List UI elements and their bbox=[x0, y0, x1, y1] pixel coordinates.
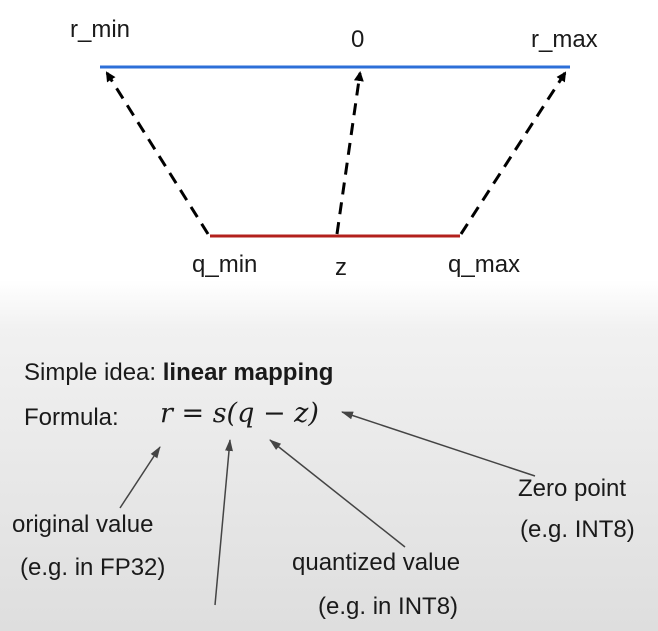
zero-label: 0 bbox=[351, 26, 365, 53]
pointer-original-value bbox=[119, 446, 161, 509]
arrow-qmax-to-rmax bbox=[459, 71, 567, 235]
pointer-scale bbox=[214, 439, 233, 606]
original-value-label: original value bbox=[12, 511, 154, 538]
formula-label: Formula: bbox=[24, 404, 119, 431]
formula: r = s(q − z) bbox=[160, 398, 319, 429]
quantized-value-note: (e.g. in INT8) bbox=[318, 593, 459, 620]
pointer-zero-point bbox=[341, 411, 536, 477]
original-value-note: (e.g. in FP32) bbox=[20, 554, 166, 581]
idea-prefix: Simple idea: bbox=[24, 359, 163, 386]
r-max-label: r_max bbox=[531, 26, 598, 53]
zero-point-note: (e.g. INT8) bbox=[520, 516, 635, 543]
zero-point-label: Zero point bbox=[518, 475, 627, 502]
pointer-quantized-value bbox=[269, 439, 406, 548]
idea-bold: linear mapping bbox=[162, 359, 334, 386]
z-label: z bbox=[335, 254, 347, 281]
q-max-label: q_max bbox=[448, 251, 521, 278]
arrow-qmin-to-rmin bbox=[105, 71, 210, 235]
arrow-z-to-zero bbox=[335, 71, 364, 235]
idea-text: Simple idea: linear mapping bbox=[24, 361, 333, 385]
q-min-label: q_min bbox=[192, 251, 258, 278]
quantized-value-label: quantized value bbox=[292, 549, 461, 576]
r-min-label: r_min bbox=[70, 16, 131, 43]
